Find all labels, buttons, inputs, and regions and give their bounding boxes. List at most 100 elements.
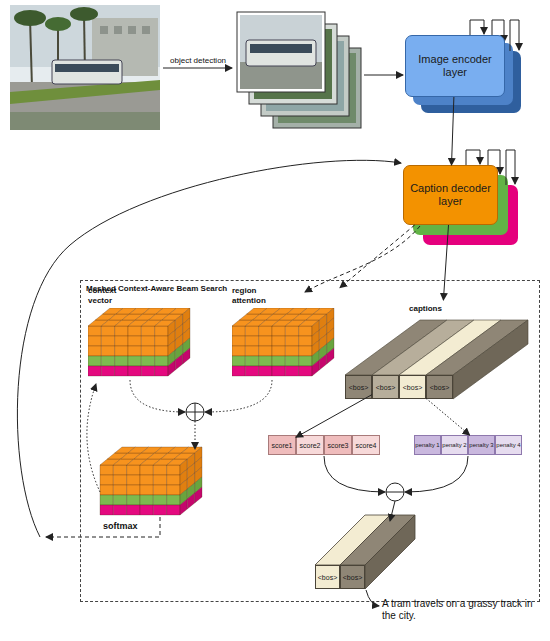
cube-cell (127, 465, 140, 475)
art-ellipse (14, 10, 46, 26)
cube-cell (101, 326, 114, 336)
captions-slab: captions<bos><bos><bos><bos> (345, 300, 535, 400)
cube-cell (299, 326, 312, 336)
result-link (390, 501, 395, 521)
cube-cell (141, 356, 154, 366)
box-label: Caption decoder layer (408, 182, 493, 208)
cell-text: <bos> (318, 574, 337, 581)
cube-cell (140, 475, 153, 485)
cube-cell (128, 346, 141, 356)
score-cell: score2 (296, 435, 324, 455)
cube-cell (272, 366, 285, 376)
art-rect (100, 26, 108, 34)
cube-cell (153, 495, 166, 505)
cell-text: <bos> (343, 574, 362, 581)
cube-cell (285, 336, 298, 346)
cube-cell (232, 336, 245, 346)
cube-cell (140, 495, 153, 505)
token-cell: <bos> (372, 375, 399, 399)
cube-cell (167, 495, 180, 505)
cube-cell (113, 475, 126, 485)
cube-cell (113, 485, 126, 495)
art-path (506, 150, 515, 185)
art-path (470, 20, 484, 35)
process-arrow (163, 68, 232, 69)
cube-cell (232, 326, 245, 336)
cube-cell (153, 465, 166, 475)
art-line (195, 403, 196, 421)
cube-cell (167, 475, 180, 485)
cube-cell (183, 348, 190, 364)
token-cell: <bos> (340, 565, 365, 589)
cube-cell (155, 356, 168, 366)
flow-connector (452, 97, 454, 165)
art-ellipse (45, 17, 71, 31)
art-line (30, 18, 32, 88)
cube-cell (101, 346, 114, 356)
cube-cell (127, 475, 140, 485)
tram-photo (10, 5, 160, 130)
cube-cell (88, 356, 101, 366)
merge-link (130, 380, 185, 412)
decoder-box: Caption decoder layer (403, 165, 498, 225)
cube-cell (272, 356, 285, 366)
slab-face (453, 320, 528, 399)
cube-cell (245, 356, 258, 366)
cube-cell (127, 485, 140, 495)
cube-cell (140, 505, 153, 515)
cube-cell (100, 495, 113, 505)
cube-cell (141, 346, 154, 356)
flow-connector (296, 395, 372, 438)
cell-text: score4 (355, 442, 376, 449)
cube-cell (180, 499, 187, 515)
cube-cell (113, 505, 126, 515)
cube-cell (232, 346, 245, 356)
cube-cell (272, 346, 285, 356)
context-vector-cube: context vector (88, 286, 196, 380)
cube-cell (232, 366, 245, 376)
cube-cell (195, 487, 202, 503)
art-rect (52, 60, 122, 84)
cube-cell (259, 356, 272, 366)
flow-connector (340, 225, 415, 288)
score-link (324, 456, 385, 492)
cube-cell (88, 366, 101, 376)
region-attention-cube: region attention (232, 286, 340, 380)
cube-cell (272, 336, 285, 346)
cube-cell (155, 326, 168, 336)
cube-cell (245, 346, 258, 356)
cube-cell (127, 495, 140, 505)
cube-cell (115, 326, 128, 336)
penalty-cell: penalty 3 (468, 435, 495, 455)
merge-link (205, 380, 272, 412)
box-label: Image encoder layer (410, 53, 500, 79)
cube-cell (101, 356, 114, 366)
operation-label: softmax (103, 521, 138, 532)
cube-cell (88, 336, 101, 346)
cube-cell (127, 505, 140, 515)
cube-cell (167, 505, 180, 515)
cube-cell (319, 354, 326, 370)
crop-stack (237, 12, 361, 128)
score-cell: score4 (352, 435, 380, 455)
token-cell: <bos> (315, 565, 340, 589)
cube-cell (259, 326, 272, 336)
score-cell: score1 (268, 435, 296, 455)
beam-search-group: Meshed Context-Aware Beam Searchcontext … (80, 280, 540, 602)
minus-operator (386, 483, 404, 501)
cube-cell (128, 326, 141, 336)
cube-cell (153, 505, 166, 515)
art-rect (55, 64, 119, 72)
penalty-cell: penalty 1 (414, 435, 441, 455)
attention-link (305, 226, 420, 292)
cube-cell (101, 366, 114, 376)
penalty-link (405, 456, 468, 492)
cube-cell (167, 485, 180, 495)
cube-cell (141, 326, 154, 336)
cell-text: penalty 3 (469, 442, 493, 448)
art-rect (142, 26, 150, 34)
cube-cell (88, 326, 101, 336)
art-rect (10, 5, 160, 130)
cube-cell (113, 465, 126, 475)
